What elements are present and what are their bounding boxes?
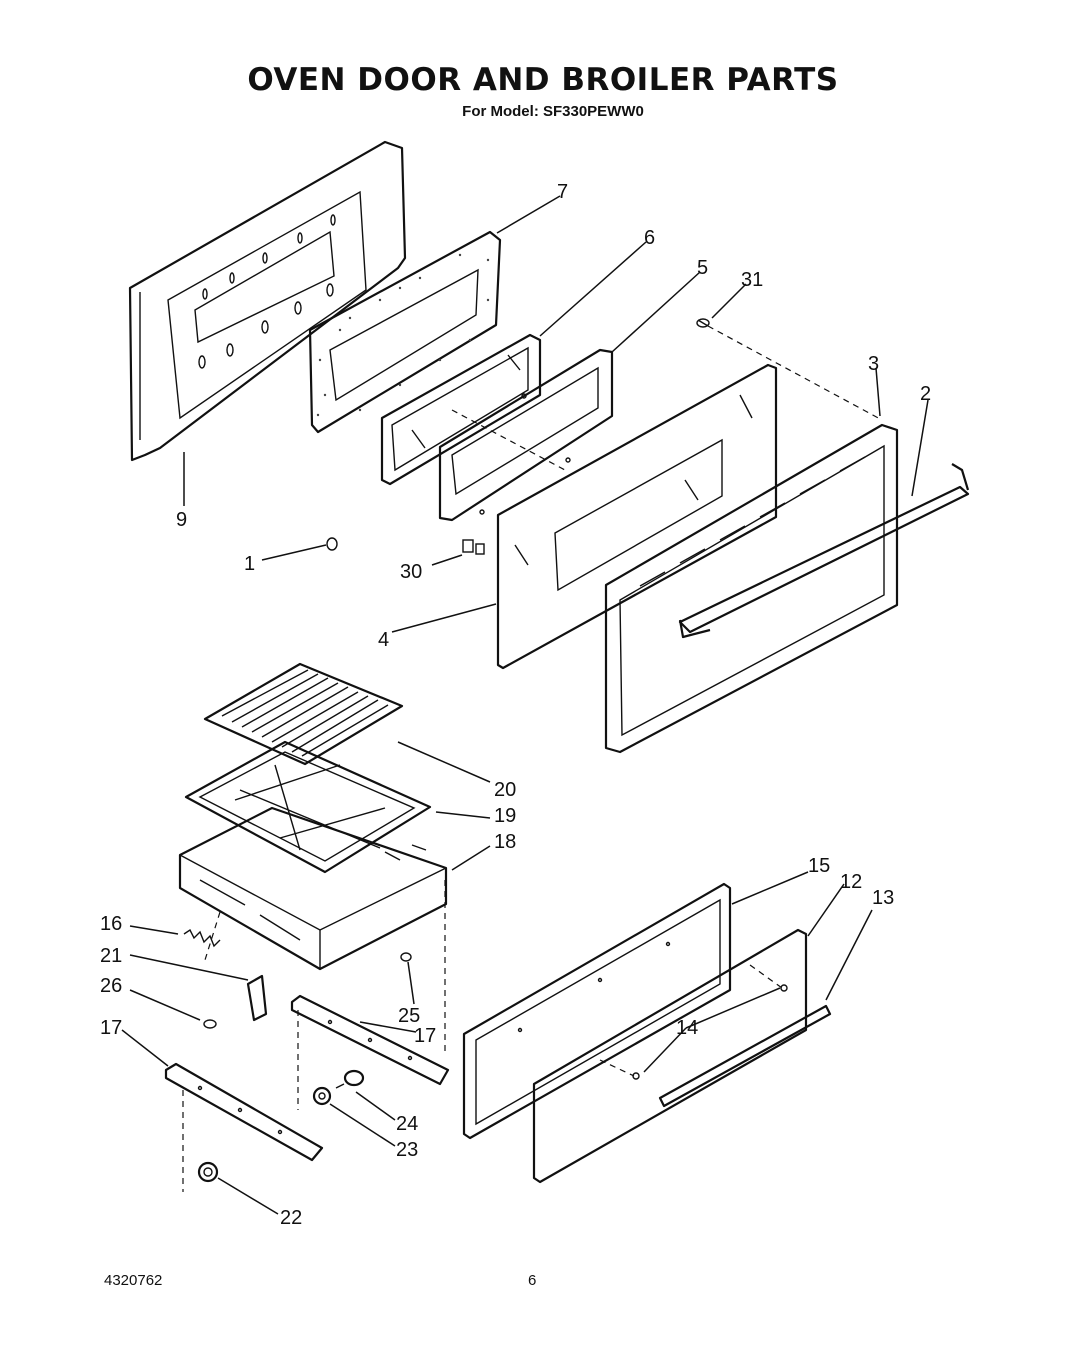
part-26-screw <box>203 1019 217 1029</box>
part-17-rail-upper <box>290 994 450 1086</box>
callout-2: 2 <box>920 383 931 405</box>
callout-31: 31 <box>741 269 763 291</box>
part-16-spring <box>183 928 221 948</box>
callout-5: 5 <box>697 257 708 279</box>
part-12-broiler-door-outer <box>532 928 808 1184</box>
callout-13: 13 <box>872 887 894 909</box>
callout-24: 24 <box>396 1113 418 1135</box>
part-25-screw <box>400 952 412 962</box>
callout-25: 25 <box>398 1005 420 1027</box>
part-24-knob <box>335 1069 365 1089</box>
part-7-door-insulation <box>308 230 502 434</box>
part-3-outer-door-panel <box>604 423 899 754</box>
part-21-latch-bracket <box>246 974 268 1022</box>
callout-19: 19 <box>494 805 516 827</box>
part-15-broiler-door-inner <box>462 882 732 1140</box>
part-23-knob <box>312 1086 332 1106</box>
callout-12: 12 <box>840 871 862 893</box>
part-9-inner-door-panel <box>128 140 407 462</box>
callout-4: 4 <box>378 629 389 651</box>
callout-14: 14 <box>676 1017 698 1039</box>
callout-21: 21 <box>100 945 122 967</box>
page-number: 6 <box>528 1272 537 1289</box>
part-2-door-handle <box>678 463 970 639</box>
part-19-broiler-pan-insert <box>184 740 432 874</box>
part-17-rail-lower <box>164 1062 324 1162</box>
part-13-broiler-handle <box>658 1004 832 1108</box>
callout-15: 15 <box>808 855 830 877</box>
part-6-inner-glass <box>380 333 542 486</box>
callout-16: 16 <box>100 913 122 935</box>
part-1-screw <box>326 537 338 551</box>
callout-7: 7 <box>557 181 568 203</box>
callout-1: 1 <box>244 553 255 575</box>
callout-9: 9 <box>176 509 187 531</box>
callout-17-upper: 17 <box>414 1025 436 1047</box>
part-30-clip <box>462 539 485 555</box>
callout-26: 26 <box>100 975 122 997</box>
part-4-outer-glass <box>496 363 778 670</box>
callout-6: 6 <box>644 227 655 249</box>
callout-18: 18 <box>494 831 516 853</box>
leader-lines <box>121 195 929 1215</box>
callout-23: 23 <box>396 1139 418 1161</box>
part-20-broiler-grid <box>203 662 404 766</box>
callout-20: 20 <box>494 779 516 801</box>
part-18-broiler-pan <box>178 806 448 971</box>
document-number: 4320762 <box>104 1272 163 1289</box>
callout-22: 22 <box>280 1207 302 1229</box>
alignment-lines <box>182 325 883 1192</box>
callout-17-lower: 17 <box>100 1017 122 1039</box>
part-22-knob <box>197 1161 219 1183</box>
part-5-glass-frame <box>438 348 614 522</box>
page-title: OVEN DOOR AND BROILER PARTS <box>247 62 839 98</box>
part-31-screw <box>696 318 710 328</box>
callout-3: 3 <box>868 353 879 375</box>
callout-30: 30 <box>400 561 422 583</box>
model-subtitle: For Model: SF330PEWW0 <box>462 103 644 120</box>
